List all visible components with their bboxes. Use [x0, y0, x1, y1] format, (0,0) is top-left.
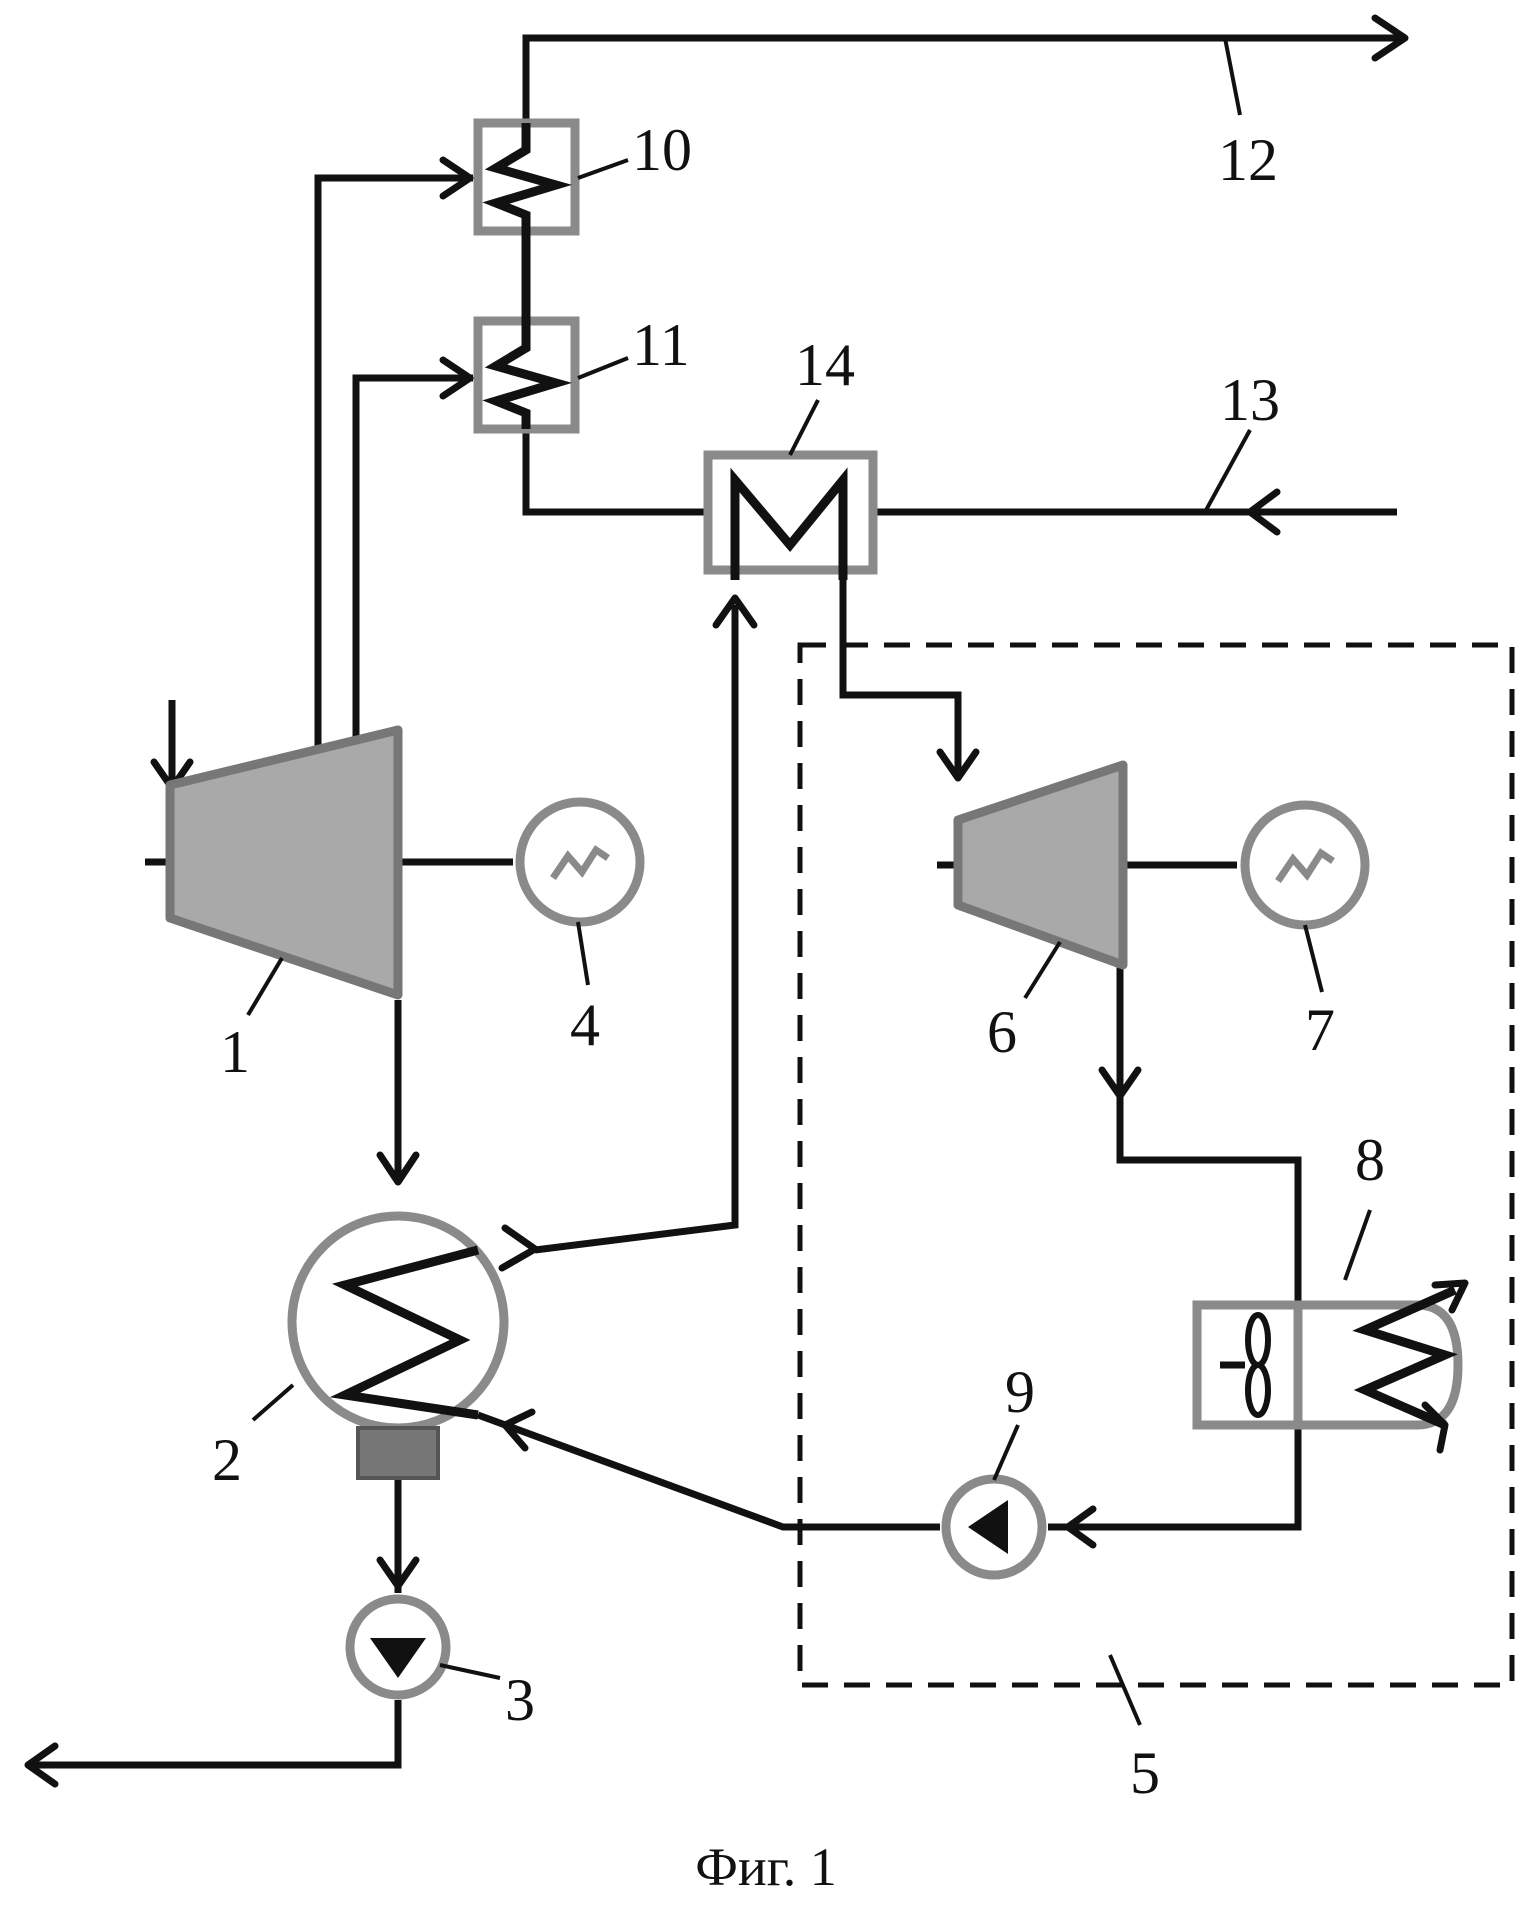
leader-14 [790, 400, 818, 455]
heat-exchanger-11 [478, 231, 575, 429]
label-3: 3 [505, 1667, 535, 1733]
label-11: 11 [632, 312, 690, 378]
leader-11 [578, 358, 628, 378]
turbine-6 [958, 765, 1123, 965]
label-13: 13 [1220, 367, 1280, 433]
pipe-pump-3-outlet [28, 1700, 398, 1765]
leader-8 [1345, 1210, 1370, 1280]
label-5: 5 [1130, 1740, 1160, 1806]
label-14: 14 [795, 332, 855, 398]
label-8: 8 [1355, 1127, 1385, 1193]
pipe-heater-14-to-turbine-6 [843, 560, 958, 775]
leader-13 [1205, 430, 1250, 512]
leader-12 [1225, 38, 1240, 115]
pipe-extraction-11 [356, 378, 473, 740]
turbine-1 [170, 730, 398, 995]
condenser-2 [292, 1216, 504, 1478]
condenser-2-hotwell [358, 1428, 438, 1478]
figure-caption: Фиг. 1 [695, 1837, 837, 1897]
air-cooler-8 [1197, 1283, 1465, 1450]
generator-4 [520, 802, 640, 922]
leader-9 [994, 1425, 1018, 1480]
leader-2 [253, 1385, 293, 1420]
leader-7 [1305, 925, 1322, 992]
pipe-heater-chain [526, 420, 708, 512]
leader-6 [1025, 942, 1060, 998]
label-6: 6 [987, 999, 1017, 1065]
label-2: 2 [212, 1427, 242, 1493]
heat-exchanger-10 [478, 123, 575, 231]
label-12: 12 [1218, 127, 1278, 193]
pipe-condenser-to-heater-14 [535, 605, 735, 1250]
leader-4 [578, 922, 588, 985]
generator-7 [1245, 805, 1365, 925]
label-7: 7 [1305, 997, 1335, 1063]
pump-3 [350, 1599, 446, 1695]
label-4: 4 [570, 992, 600, 1058]
leader-3 [440, 1665, 500, 1678]
leader-10 [578, 160, 628, 178]
pipe-extraction-10 [318, 178, 473, 758]
label-10: 10 [632, 117, 692, 183]
leader-1 [248, 958, 282, 1015]
pipe-turbine-6-to-cooler-8 [1120, 965, 1298, 1305]
arrow-condenser-coil-out [502, 1228, 535, 1268]
pump-9 [946, 1479, 1042, 1575]
pipe-pump-9-to-condenser [478, 1415, 940, 1527]
label-9: 9 [1005, 1359, 1035, 1425]
label-1: 1 [220, 1019, 250, 1085]
heat-exchanger-14 [708, 455, 873, 580]
leader-5 [1110, 1655, 1140, 1725]
